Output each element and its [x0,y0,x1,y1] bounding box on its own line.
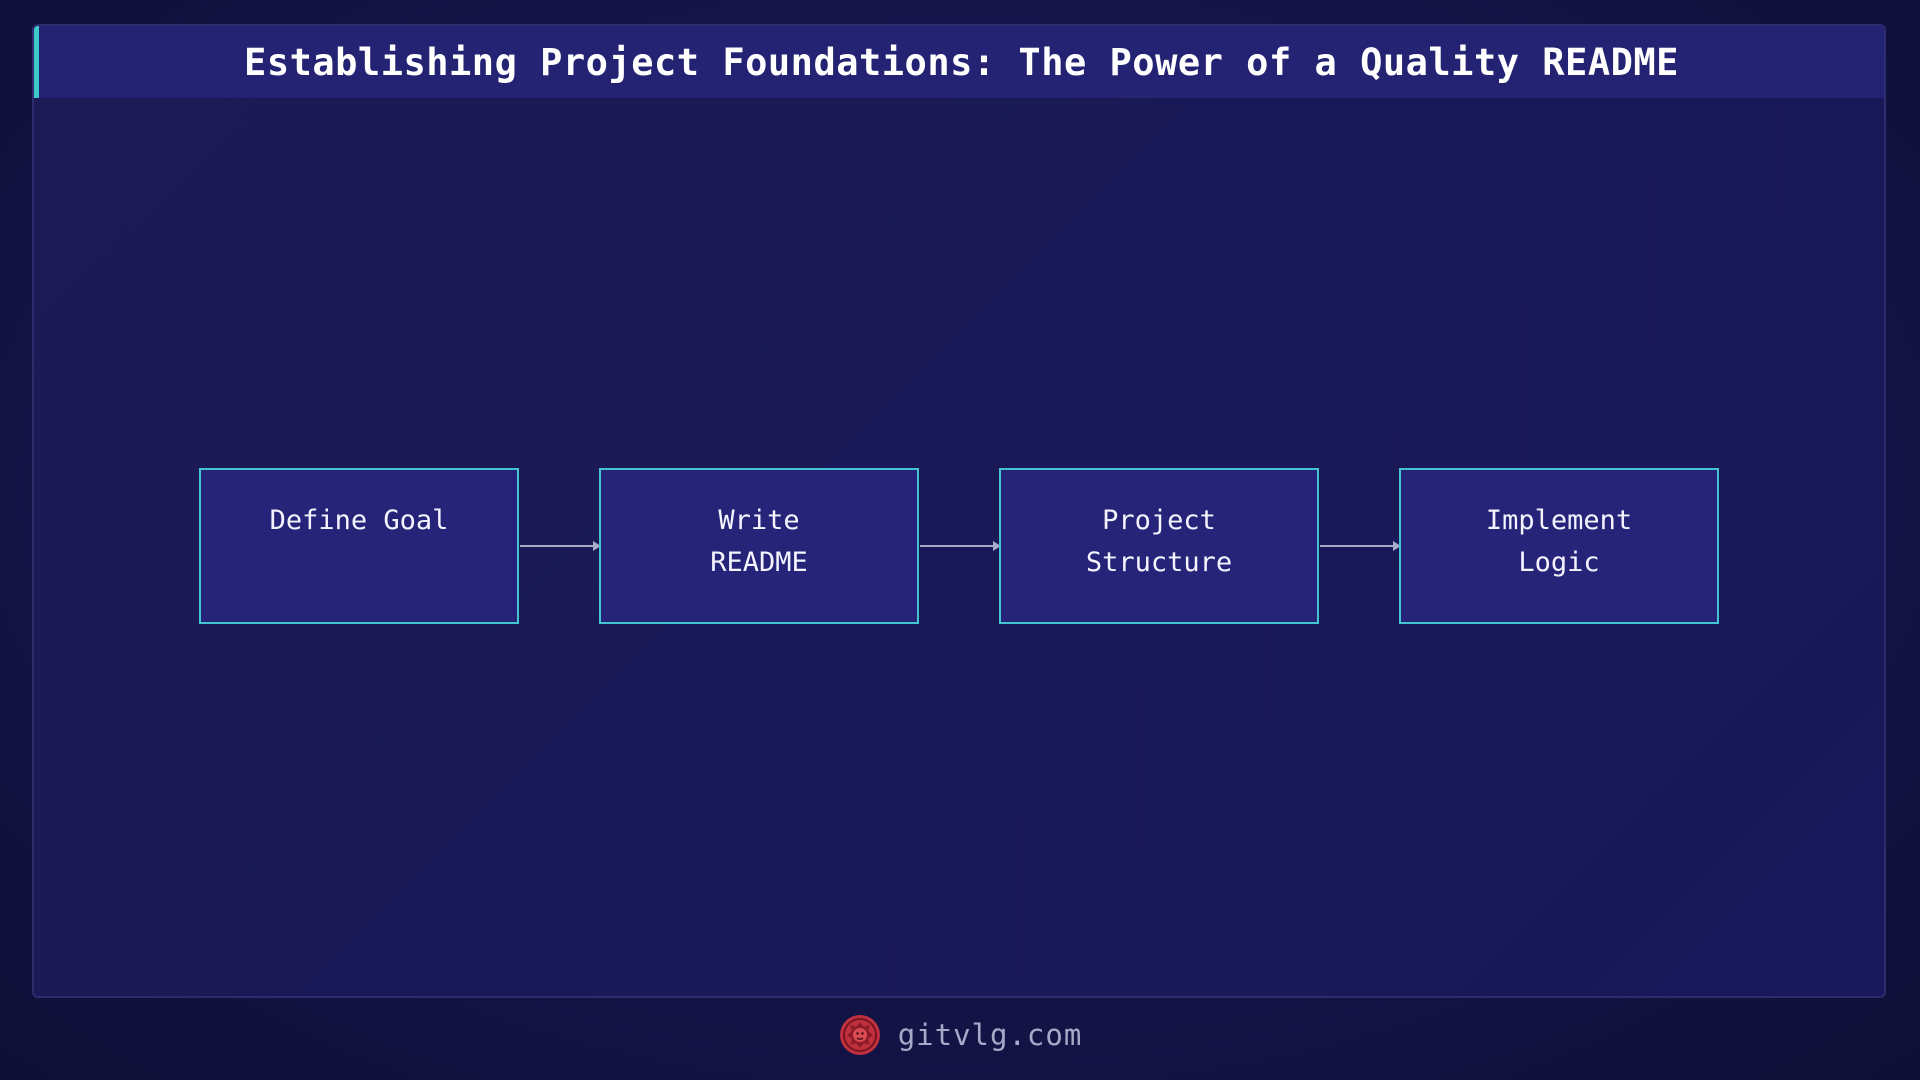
flow-node-label-line: Logic [1518,547,1600,578]
flow-node-project-structure: Project Structure [999,468,1319,624]
site-url: gitvlg.com [897,1018,1083,1052]
flow-arrow [1320,541,1401,551]
page-title: Establishing Project Foundations: The Po… [244,40,1679,84]
flow-node-write-readme: Write README [599,468,919,624]
flow-node-label-line: Project [1102,505,1216,536]
flow-node-label-line: Write [718,505,800,536]
flow-node-label-line: Structure [1085,547,1233,578]
flow-node-implement-logic: Implement Logic [1399,468,1719,624]
footer: gitvlg.com [0,1010,1920,1060]
title-bar: Establishing Project Foundations: The Po… [34,26,1884,98]
flow-node-define-goal: Define Goal [199,468,519,624]
flow-node-label-line: Define Goal [269,505,449,536]
flow-arrow [920,541,1001,551]
flow-arrow [520,541,601,551]
lion-crest-icon [839,1015,880,1055]
flow-node-label-line: README [710,547,808,578]
flow-node-label-line: Implement [1485,505,1633,536]
